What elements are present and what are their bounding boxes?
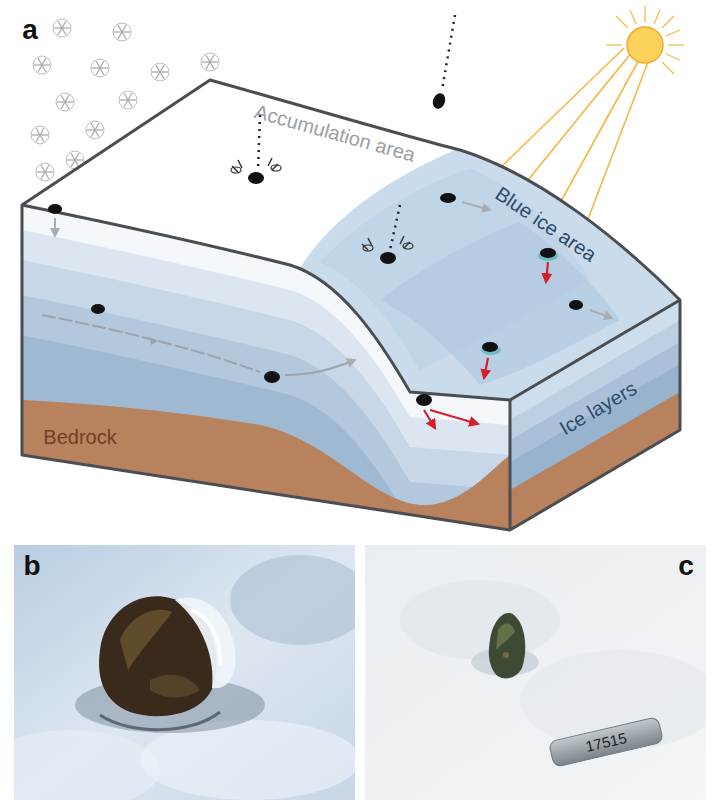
panel-letter: c bbox=[678, 552, 694, 580]
top-surface bbox=[22, 80, 680, 400]
layer-label: Bedrock bbox=[43, 427, 116, 447]
meteorites bbox=[42, 15, 612, 428]
block-outline bbox=[22, 80, 680, 530]
panel-letter: a bbox=[22, 16, 38, 44]
blue-ice-area bbox=[300, 150, 680, 400]
photo-meteorite-with-tag bbox=[365, 545, 706, 800]
panel-letter: b bbox=[23, 552, 40, 580]
photo-meteorite-in-ice bbox=[14, 545, 355, 800]
